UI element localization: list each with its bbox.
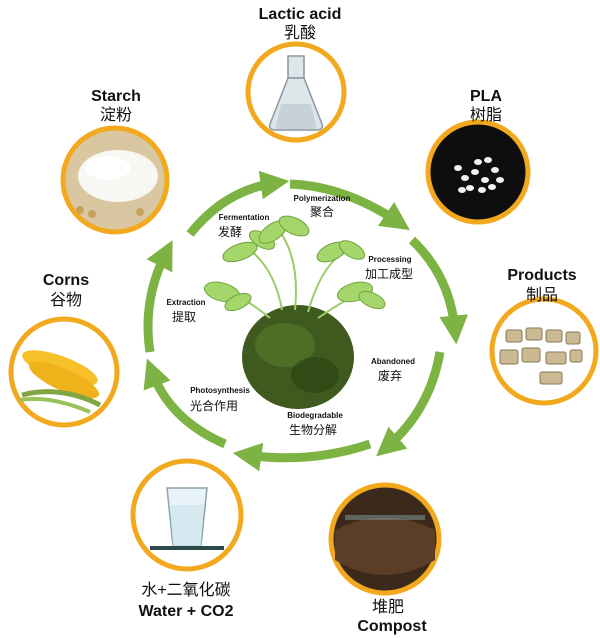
arrow-biodegradable bbox=[232, 439, 372, 472]
node-labels: Lactic acid 乳酸 PLA 树脂 Products 制品 堆肥 Com… bbox=[43, 6, 577, 635]
step-photosynthesis-en: Photosynthesis bbox=[190, 386, 250, 395]
arrow-extraction bbox=[143, 240, 173, 353]
node-circle-starch bbox=[60, 125, 170, 235]
step-polymerization-en: Polymerization bbox=[294, 194, 351, 203]
seedling-moss-ball-icon bbox=[203, 215, 386, 409]
node-products-zh: 制品 bbox=[526, 286, 558, 304]
node-pla-en: PLA bbox=[470, 88, 502, 105]
node-water-en: Water + CO2 bbox=[139, 603, 234, 620]
node-circle-water bbox=[130, 458, 244, 572]
step-biodegradable-en: Biodegradable bbox=[287, 411, 343, 420]
arrow-fermentation bbox=[186, 170, 290, 237]
trays-icon bbox=[499, 327, 583, 385]
node-starch-en: Starch bbox=[91, 88, 141, 105]
corn-cob-icon bbox=[19, 350, 102, 414]
node-circle-corns bbox=[8, 316, 120, 428]
step-fermentation-en: Fermentation bbox=[219, 213, 270, 222]
cycle-arrows bbox=[143, 170, 469, 472]
step-polymerization-zh: 聚合 bbox=[310, 204, 334, 219]
step-biodegradable-zh: 生物分解 bbox=[289, 423, 337, 437]
node-lactic-zh: 乳酸 bbox=[284, 24, 316, 42]
node-compost-zh: 堆肥 bbox=[372, 598, 404, 616]
resin-pellets-icon bbox=[454, 157, 504, 193]
step-processing-zh: 加工成型 bbox=[365, 267, 413, 281]
node-corns-zh: 谷物 bbox=[50, 291, 82, 309]
arrow-photosynthesis bbox=[143, 358, 227, 449]
node-starch-zh: 淀粉 bbox=[100, 106, 132, 124]
node-lactic-en: Lactic acid bbox=[259, 6, 342, 23]
step-extraction-zh: 提取 bbox=[172, 309, 196, 324]
step-abandoned-en: Abandoned bbox=[371, 357, 415, 366]
node-corns-en: Corns bbox=[43, 272, 89, 289]
node-circle-products bbox=[489, 296, 599, 406]
node-products-en: Products bbox=[507, 267, 576, 284]
node-water-zh: 水+二氧化碳 bbox=[141, 581, 230, 599]
arrow-processing bbox=[408, 236, 469, 345]
node-circle-compost bbox=[328, 482, 442, 596]
arrow-polymerization bbox=[289, 179, 410, 231]
node-circle-lactic bbox=[245, 41, 347, 143]
flask-icon bbox=[268, 55, 324, 131]
starch-powder-icon bbox=[76, 150, 158, 218]
step-photosynthesis-zh: 光合作用 bbox=[190, 398, 238, 413]
step-processing-en: Processing bbox=[368, 255, 411, 264]
step-fermentation-zh: 发酵 bbox=[218, 224, 242, 239]
step-extraction-en: Extraction bbox=[166, 298, 205, 307]
node-circle-pla bbox=[425, 119, 531, 225]
node-pla-zh: 树脂 bbox=[470, 106, 502, 124]
step-abandoned-zh: 废弃 bbox=[378, 368, 402, 383]
node-compost-en: Compost bbox=[357, 618, 427, 635]
step-labels: Polymerization 聚合 Processing 加工成型 Abando… bbox=[166, 194, 415, 437]
arrow-abandoned bbox=[376, 351, 445, 457]
water-glass-icon bbox=[150, 487, 224, 550]
